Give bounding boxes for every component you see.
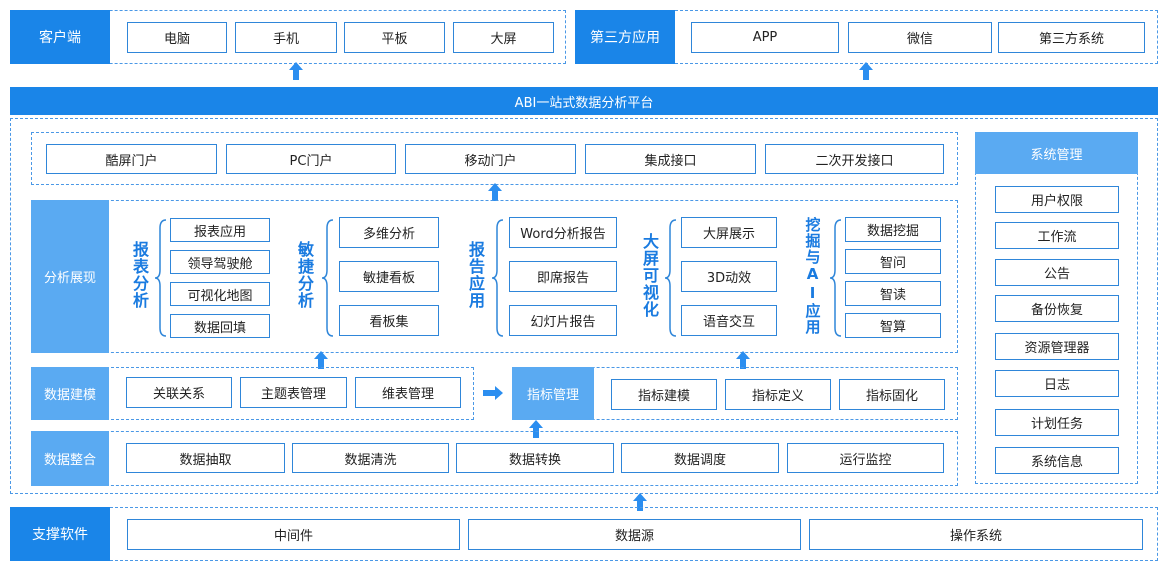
modeling-item: 主题表管理 [240,377,347,408]
up-arrow-icon [488,183,502,201]
portal-item: 二次开发接口 [765,144,944,174]
system-mgmt-item: 用户权限 [995,186,1119,213]
analysis-item: 报表应用 [170,218,270,242]
client-item-bigscreen: 大屏 [453,22,554,53]
brace-icon [154,219,167,337]
system-mgmt-label: 系统管理 [975,132,1138,174]
analysis-item: 智算 [845,313,941,338]
indicator-item: 指标建模 [611,379,717,410]
portal-item: 集成接口 [585,144,756,174]
integration-label: 数据整合 [31,431,109,486]
up-arrow-icon [289,62,303,80]
up-arrow-icon [314,351,328,369]
group-title-bigscreen-vis: 大屏可视化 [640,232,659,318]
analysis-item: 智问 [845,249,941,274]
brace-icon [829,219,842,337]
group-title-report-analysis: 报表分析 [130,241,149,309]
analysis-item: 幻灯片报告 [509,305,617,336]
up-arrow-icon [736,351,750,369]
modeling-item: 维表管理 [355,377,461,408]
group-title-report-app: 报告应用 [466,241,485,309]
indicator-item: 指标固化 [839,379,945,410]
analysis-item: Word分析报告 [509,217,617,248]
analysis-item: 可视化地图 [170,282,270,306]
integration-item: 数据转换 [456,443,614,473]
client-item-tablet: 平板 [344,22,445,53]
third-party-item-wechat: 微信 [848,22,992,53]
brace-icon [664,219,677,337]
analysis-item: 数据挖掘 [845,217,941,242]
integration-item: 运行监控 [787,443,944,473]
third-party-item-app: APP [691,22,839,53]
support-item: 中间件 [127,519,460,550]
analysis-item: 领导驾驶舱 [170,250,270,274]
right-arrow-icon [483,386,503,400]
analysis-item: 智读 [845,281,941,306]
up-arrow-icon [859,62,873,80]
indicator-label: 指标管理 [512,367,594,420]
up-arrow-icon [633,493,647,511]
analysis-label: 分析展现 [31,200,109,353]
analysis-item: 多维分析 [339,217,439,248]
system-mgmt-item: 计划任务 [995,409,1119,436]
client-item-phone: 手机 [235,22,337,53]
system-mgmt-item: 日志 [995,370,1119,397]
support-item: 数据源 [468,519,801,550]
modeling-label: 数据建模 [31,367,109,420]
client-label: 客户端 [10,10,110,64]
portal-item: PC门户 [226,144,396,174]
modeling-item: 关联关系 [126,377,232,408]
client-item-pc: 电脑 [127,22,227,53]
third-party-item-system: 第三方系统 [998,22,1145,53]
system-mgmt-item: 公告 [995,259,1119,286]
support-label: 支撑软件 [10,507,110,561]
system-mgmt-item: 备份恢复 [995,295,1119,322]
group-title-mining-ai: 挖掘与AI应用 [803,217,822,335]
platform-title: ABI一站式数据分析平台 [10,87,1158,115]
analysis-item: 数据回填 [170,314,270,338]
third-party-label: 第三方应用 [575,10,675,64]
analysis-item: 大屏展示 [681,217,777,248]
up-arrow-icon [529,420,543,438]
analysis-item: 语音交互 [681,305,777,336]
analysis-item: 敏捷看板 [339,261,439,292]
portal-item: 酷屏门户 [46,144,217,174]
integration-item: 数据清洗 [292,443,449,473]
brace-icon [321,219,334,337]
platform-body [10,118,1158,494]
portal-item: 移动门户 [405,144,576,174]
system-mgmt-item: 资源管理器 [995,333,1119,360]
analysis-item: 即席报告 [509,261,617,292]
integration-item: 数据抽取 [126,443,285,473]
analysis-item: 看板集 [339,305,439,336]
support-item: 操作系统 [809,519,1143,550]
group-title-agile-analysis: 敏捷分析 [295,241,314,309]
brace-icon [491,219,504,337]
indicator-item: 指标定义 [725,379,831,410]
system-mgmt-item: 系统信息 [995,447,1119,474]
system-mgmt-item: 工作流 [995,222,1119,249]
analysis-item: 3D动效 [681,261,777,292]
integration-item: 数据调度 [621,443,779,473]
